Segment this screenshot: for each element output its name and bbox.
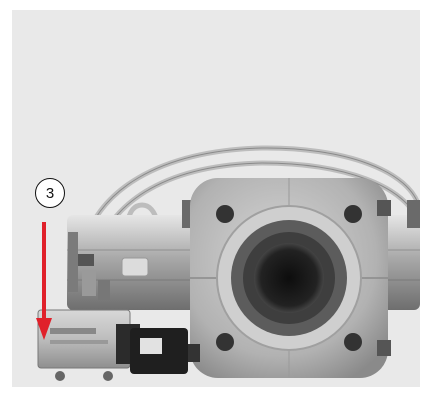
valve-actuator-photo xyxy=(37,145,420,381)
valve-flange xyxy=(190,178,391,378)
callout-number-badge: 3 xyxy=(35,178,65,208)
solenoid-coil-connector xyxy=(130,328,200,374)
callout-number: 3 xyxy=(45,184,55,202)
hose-fittings xyxy=(68,232,149,300)
down-arrow-icon xyxy=(36,222,52,340)
solenoid-valve-block xyxy=(37,309,140,381)
photo-frame xyxy=(12,10,420,387)
